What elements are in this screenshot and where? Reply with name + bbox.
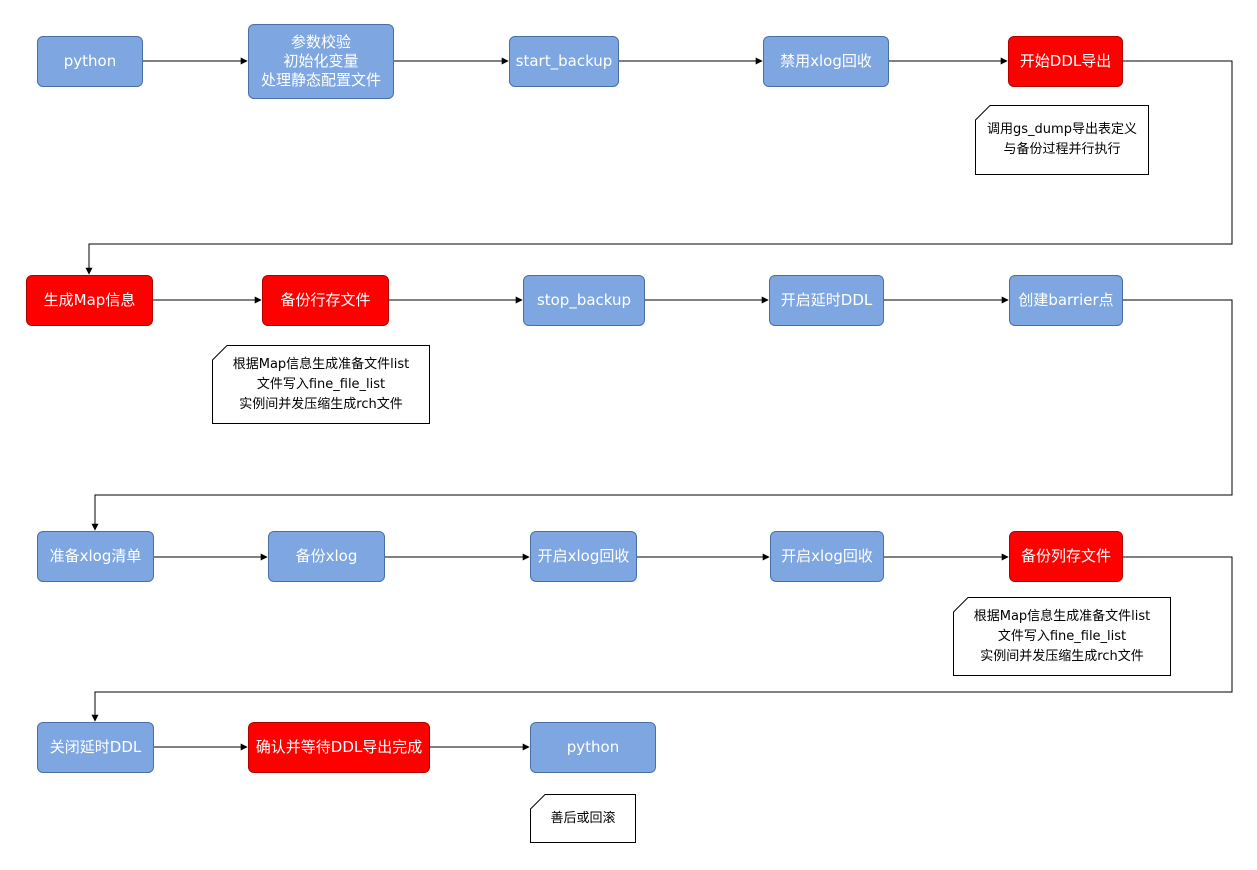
enable-xlog-recycle-node-2[interactable]: 开启xlog回收 xyxy=(770,531,884,582)
gen-map-info-node[interactable]: 生成Map信息 xyxy=(26,275,153,326)
python-start-node[interactable]: python xyxy=(37,36,143,87)
create-barrier-node[interactable]: 创建barrier点 xyxy=(1009,275,1123,326)
arrow-wrap-row2-to-row3 xyxy=(91,299,1233,531)
backup-row-files-node[interactable]: 备份行存文件 xyxy=(262,275,389,326)
arrow-wrap-row1-to-row2 xyxy=(85,60,1233,275)
arrow-wrap-row3-to-row4 xyxy=(91,556,1233,722)
row-files-note-text: 根据Map信息生成准备文件list 文件写入fine_file_list 实例间… xyxy=(232,356,410,412)
disable-delay-ddl-node[interactable]: 关闭延时DDL xyxy=(37,722,154,773)
enable-delay-ddl-node[interactable]: 开启延时DDL xyxy=(769,275,884,326)
prepare-xlog-list-node[interactable]: 准备xlog清单 xyxy=(37,531,154,582)
start-ddl-export-node[interactable]: 开始DDL导出 xyxy=(1008,36,1123,87)
column-files-note: 根据Map信息生成准备文件list 文件写入fine_file_list 实例间… xyxy=(953,597,1171,676)
backup-column-files-node[interactable]: 备份列存文件 xyxy=(1009,531,1123,582)
disable-xlog-recycle-node[interactable]: 禁用xlog回收 xyxy=(763,36,889,87)
start-backup-node[interactable]: start_backup xyxy=(509,36,619,87)
backup-xlog-node[interactable]: 备份xlog xyxy=(268,531,385,582)
column-files-note-text: 根据Map信息生成准备文件list 文件写入fine_file_list 实例间… xyxy=(973,608,1151,664)
stop-backup-node[interactable]: stop_backup xyxy=(523,275,645,326)
cleanup-note-text: 善后或回滚 xyxy=(550,810,616,826)
ddl-export-note-text: 调用gs_dump导出表定义 与备份过程并行执行 xyxy=(987,122,1137,157)
enable-xlog-recycle-node-1[interactable]: 开启xlog回收 xyxy=(530,531,637,582)
confirm-wait-ddl-node[interactable]: 确认并等待DDL导出完成 xyxy=(248,722,430,773)
ddl-export-note: 调用gs_dump导出表定义 与备份过程并行执行 xyxy=(975,105,1149,175)
param-check-node[interactable]: 参数校验 初始化变量 处理静态配置文件 xyxy=(248,24,394,99)
row-files-note: 根据Map信息生成准备文件list 文件写入fine_file_list 实例间… xyxy=(212,345,430,424)
python-end-node[interactable]: python xyxy=(530,722,656,773)
cleanup-note: 善后或回滚 xyxy=(530,794,636,843)
